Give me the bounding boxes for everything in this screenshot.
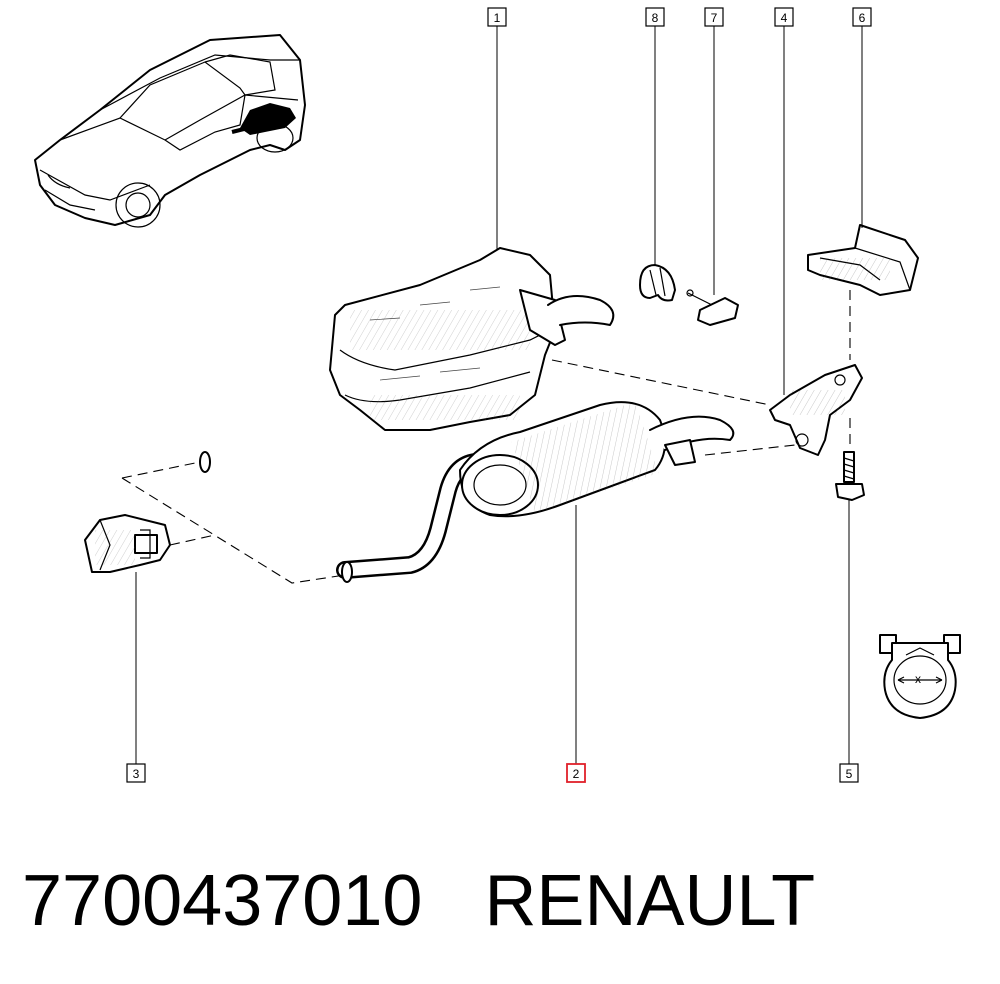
part-1-rear-silencer — [199, 247, 615, 473]
part-3-clamp — [84, 514, 171, 573]
part-5-bolt — [835, 451, 865, 501]
callout-3[interactable]: 3 — [126, 763, 146, 783]
callout-1[interactable]: 1 — [487, 7, 507, 27]
svg-text:5: 5 — [846, 767, 853, 781]
part-7-bracket-clip — [686, 289, 739, 326]
svg-text:3: 3 — [133, 767, 140, 781]
brand-name: RENAULT — [484, 861, 816, 941]
part-2-silencer — [336, 401, 735, 583]
svg-text:7: 7 — [711, 11, 718, 25]
svg-text:4: 4 — [781, 11, 788, 25]
callout-8[interactable]: 8 — [645, 7, 665, 27]
callout-4[interactable]: 4 — [774, 7, 794, 27]
callout-6[interactable]: 6 — [852, 7, 872, 27]
svg-text:6: 6 — [859, 11, 866, 25]
part-number: 7700437010 — [22, 861, 423, 941]
part-4-hanger-bracket — [769, 364, 863, 456]
svg-text:1: 1 — [494, 11, 501, 25]
dimension-x-label: x — [915, 672, 921, 686]
part-8-rubber-mount — [639, 264, 676, 302]
part-6-mounting-bracket — [807, 224, 919, 296]
callout-2-highlighted[interactable]: 2 — [566, 763, 586, 783]
car-illustration — [34, 34, 306, 228]
clamp-detail: x — [879, 634, 961, 719]
assembly-dashed-lines — [121, 290, 851, 584]
exhaust-location-highlight — [231, 103, 296, 135]
leader-lines — [135, 25, 863, 765]
svg-text:2: 2 — [573, 767, 580, 781]
callout-7[interactable]: 7 — [704, 7, 724, 27]
callout-5[interactable]: 5 — [839, 763, 859, 783]
caption: 7700437010 RENAULT — [22, 856, 815, 946]
svg-text:8: 8 — [652, 11, 659, 25]
